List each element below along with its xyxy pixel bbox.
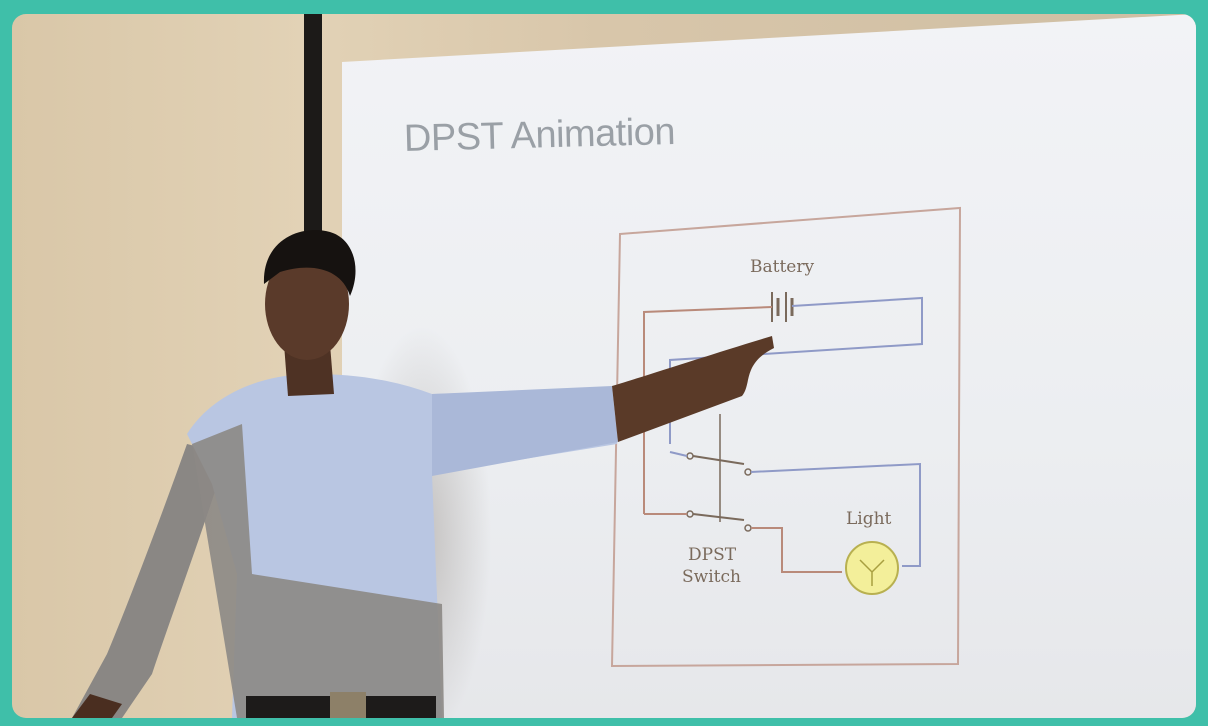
light-filament [859,559,885,586]
light-label: Light [846,509,892,529]
battery-label: Battery [750,257,814,277]
projector-pole [304,14,322,244]
presenter-left-arm [72,444,227,718]
presenter [72,229,774,718]
presenter-left-hand [72,694,122,718]
presenter-shirt-shadow [192,424,444,718]
presenter-right-arm [432,386,618,476]
presenter-hair [263,229,356,296]
switch-label-line1: DPST [688,545,737,565]
light-bulb [845,541,899,595]
photo-frame: DPST Animation Battery Light [12,14,1196,718]
circuit-diagram: Battery Light DPST Switch [610,206,962,668]
wire-switch-bottom [644,513,842,573]
projection-screen [342,14,1196,718]
presenter-belt-buckle [330,692,366,718]
diagram-border [610,206,962,668]
wire-battery-left [643,306,773,514]
presenter-right-hand [612,336,774,442]
switch-label-line2: Switch [682,567,741,587]
wire-switch-top [669,451,921,567]
presenter-face [265,248,349,360]
